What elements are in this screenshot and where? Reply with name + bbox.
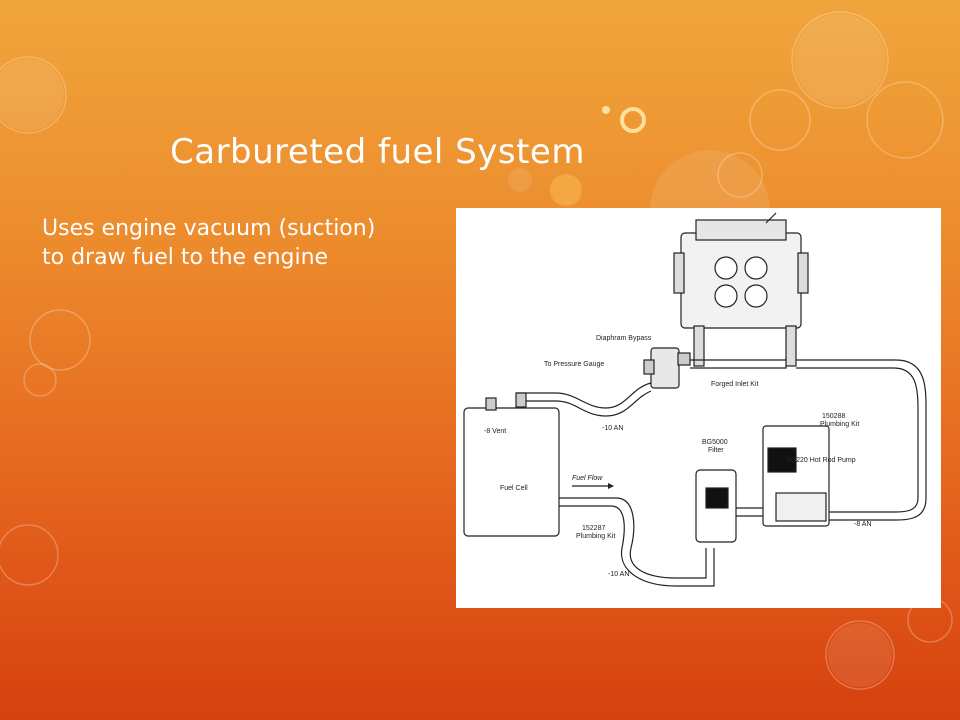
label-plumbing-152287-a: 152287: [582, 525, 605, 532]
fuel-pump: [762, 425, 830, 527]
body-text: Uses engine vacuum (suction) to draw fue…: [42, 216, 376, 270]
label-forged-inlet: Forged Inlet Kit: [711, 381, 759, 388]
fuel-cell: [463, 392, 560, 537]
label-fuel-cell: Fuel Cell: [500, 485, 528, 492]
filter: [695, 469, 737, 543]
label-vent: -8 Vent: [484, 428, 506, 435]
label-an10-top: -10 AN: [602, 425, 623, 432]
label-an8: -8 AN: [854, 521, 872, 528]
label-pump: BG220 Hot Rod Pump: [786, 457, 856, 464]
label-filter-a: BG5000: [702, 439, 728, 446]
slide-title: Carbureted fuel System: [170, 132, 585, 172]
label-diaphragm-bypass: Diaphram Bypass: [596, 335, 652, 342]
carburetor: [673, 212, 809, 367]
label-fuel-flow: Fuel Flow: [572, 475, 603, 482]
fuel-system-diagram: Diaphram Bypass To Pressure Gauge Forged…: [456, 208, 941, 608]
label-pressure-gauge: To Pressure Gauge: [544, 361, 604, 368]
diagram-svg: Diaphram Bypass To Pressure Gauge Forged…: [463, 212, 927, 587]
fuel-flow-arrow: [572, 483, 614, 489]
label-plumbing-150288-a: 150288: [822, 413, 845, 420]
label-filter-b: Filter: [708, 447, 724, 454]
label-plumbing-152287-b: Plumbing Kit: [576, 533, 615, 540]
label-an10-bottom: -10 AN: [608, 571, 629, 578]
regulator: [643, 347, 691, 389]
label-plumbing-150288-b: Plumbing Kit: [820, 421, 859, 428]
